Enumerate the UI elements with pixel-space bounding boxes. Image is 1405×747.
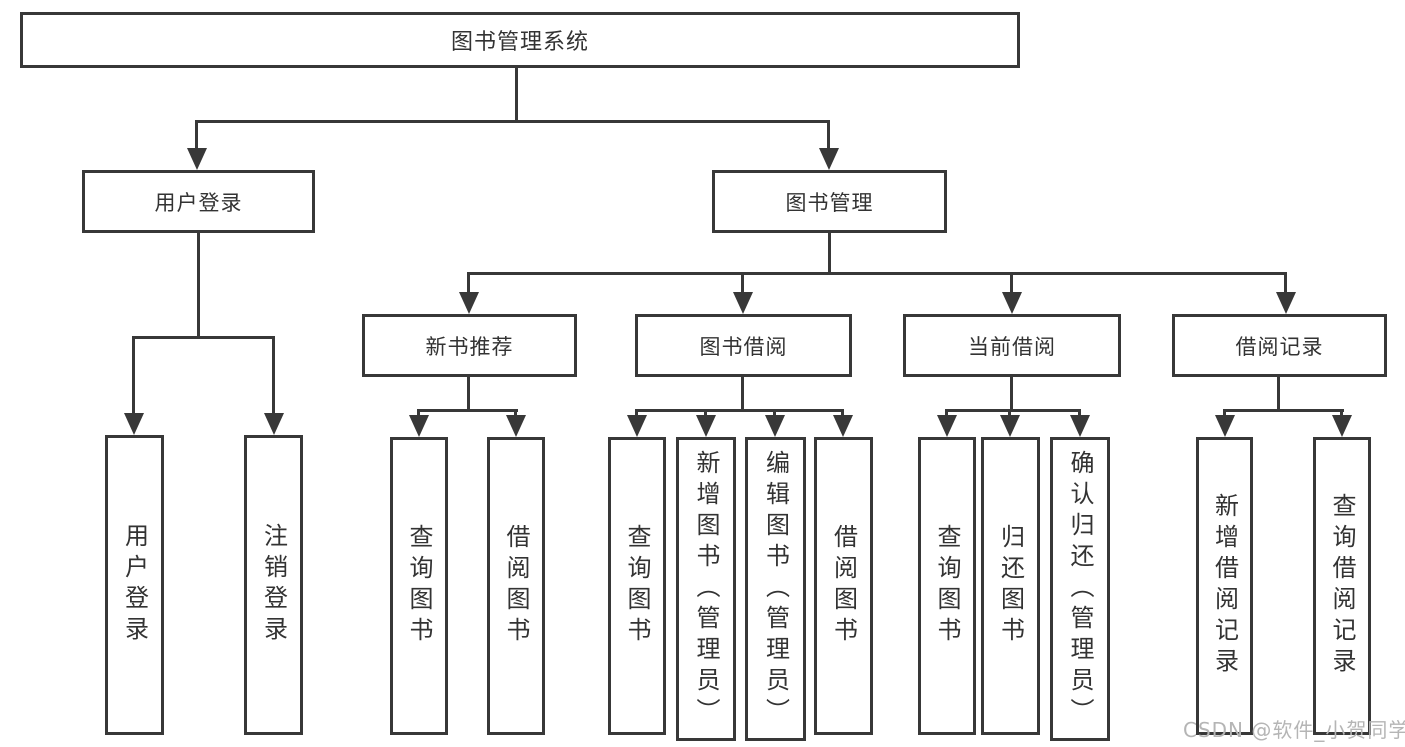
connector-arrow-to-leaf-add-books-admin xyxy=(695,409,716,437)
connector-arrow-to-leaf-edit-books-admin xyxy=(764,409,785,437)
node-current-borrow: 当前借阅 xyxy=(903,314,1121,377)
leaf-label: 确认归还（管理员） xyxy=(1066,449,1094,729)
connector-arrow-to-leaf-add-borrow-record xyxy=(1214,409,1235,437)
connector-arrow-to-leaf-logout xyxy=(263,336,284,435)
connector-bus-user-login xyxy=(132,336,274,339)
connector-arrow-to-leaf-user-login xyxy=(123,336,144,435)
connector-stub-book-borrow xyxy=(741,377,744,409)
leaf-label: 新增借阅记录 xyxy=(1210,493,1239,679)
leaf-label: 查询借阅记录 xyxy=(1328,493,1356,679)
connector-arrow-to-leaf-query-books-borrow xyxy=(626,409,647,437)
connector-bus-borrow-records xyxy=(1223,409,1344,412)
leaf-edit-books-admin: 编辑图书（管理员） xyxy=(745,437,806,741)
leaf-add-books-admin: 新增图书（管理员） xyxy=(676,437,736,741)
leaf-query-books-borrow: 查询图书 xyxy=(608,437,666,735)
connector-stub-current-borrow xyxy=(1010,377,1013,409)
connector-arrow-to-leaf-query-borrow-record xyxy=(1331,409,1352,437)
node-new-book-recommend: 新书推荐 xyxy=(362,314,577,377)
leaf-user-login: 用户登录 xyxy=(105,435,164,735)
connector-bus-root xyxy=(196,120,830,123)
connector-arrow-to-leaf-borrow-books-recommend xyxy=(505,409,526,437)
leaf-logout: 注销登录 xyxy=(244,435,303,735)
connector-arrow-to-new-book-recommend xyxy=(458,272,479,314)
leaf-label: 用户登录 xyxy=(120,523,149,647)
connector-stub-new-book-recommend xyxy=(467,377,470,409)
leaf-borrow-books-recommend: 借阅图书 xyxy=(487,437,545,735)
leaf-borrow-books: 借阅图书 xyxy=(814,437,873,735)
node-book-borrow: 图书借阅 xyxy=(635,314,852,377)
connector-arrow-to-leaf-borrow-books xyxy=(832,409,853,437)
node-book-management-branch: 图书管理 xyxy=(712,170,947,233)
connector-bus-book-management xyxy=(467,272,1287,275)
connector-arrow-to-leaf-confirm-return-admin xyxy=(1069,409,1090,437)
leaf-label: 新增图书（管理员） xyxy=(692,449,720,729)
node-label: 图书管理 xyxy=(785,190,874,215)
node-label: 新书推荐 xyxy=(425,334,514,359)
connector-bus-current-borrow xyxy=(945,409,1081,412)
connector-arrow-to-leaf-query-books-current xyxy=(936,409,957,437)
connector-arrow-to-current-borrow xyxy=(1001,272,1022,314)
connector-arrow-to-leaf-return-books xyxy=(999,409,1020,437)
leaf-label: 注销登录 xyxy=(259,523,288,647)
node-label: 用户登录 xyxy=(154,190,243,215)
connector-stub-borrow-records xyxy=(1277,377,1280,409)
csdn-watermark: CSDN @软件_小贺同学 xyxy=(1183,718,1405,742)
leaf-return-books: 归还图书 xyxy=(981,437,1040,735)
leaf-query-borrow-record: 查询借阅记录 xyxy=(1313,437,1371,735)
leaf-label: 借阅图书 xyxy=(502,524,530,648)
leaf-label: 查询图书 xyxy=(933,524,961,648)
node-label: 图书管理系统 xyxy=(450,30,589,55)
connector-stub-root xyxy=(515,68,518,120)
leaf-add-borrow-record: 新增借阅记录 xyxy=(1196,437,1253,735)
leaf-label: 编辑图书（管理员） xyxy=(761,449,790,729)
node-label: 图书借阅 xyxy=(699,334,788,359)
leaf-query-books-current: 查询图书 xyxy=(918,437,976,735)
leaf-confirm-return-admin: 确认归还（管理员） xyxy=(1050,437,1110,741)
node-label: 借阅记录 xyxy=(1235,334,1324,359)
node-library-management-system: 图书管理系统 xyxy=(20,12,1020,68)
connector-arrow-to-book-borrow xyxy=(732,272,753,314)
connector-arrow-to-borrow-records xyxy=(1275,272,1296,314)
node-label: 当前借阅 xyxy=(968,334,1056,359)
connector-arrow-to-user-login xyxy=(186,120,207,170)
connector-arrow-to-leaf-query-books-recommend xyxy=(408,409,429,437)
leaf-label: 查询图书 xyxy=(623,524,651,648)
leaf-label: 查询图书 xyxy=(405,524,433,648)
leaf-label: 归还图书 xyxy=(996,524,1025,648)
node-user-login-branch: 用户登录 xyxy=(82,170,315,233)
connector-arrow-to-book-management xyxy=(818,120,839,170)
connector-stub-book-management xyxy=(828,233,831,272)
node-borrow-records: 借阅记录 xyxy=(1172,314,1387,377)
connector-bus-book-borrow xyxy=(635,409,844,412)
leaf-query-books-recommend: 查询图书 xyxy=(390,437,448,735)
connector-bus-new-book-recommend xyxy=(417,409,518,412)
leaf-label: 借阅图书 xyxy=(829,524,858,648)
connector-stub-user-login xyxy=(197,233,200,336)
